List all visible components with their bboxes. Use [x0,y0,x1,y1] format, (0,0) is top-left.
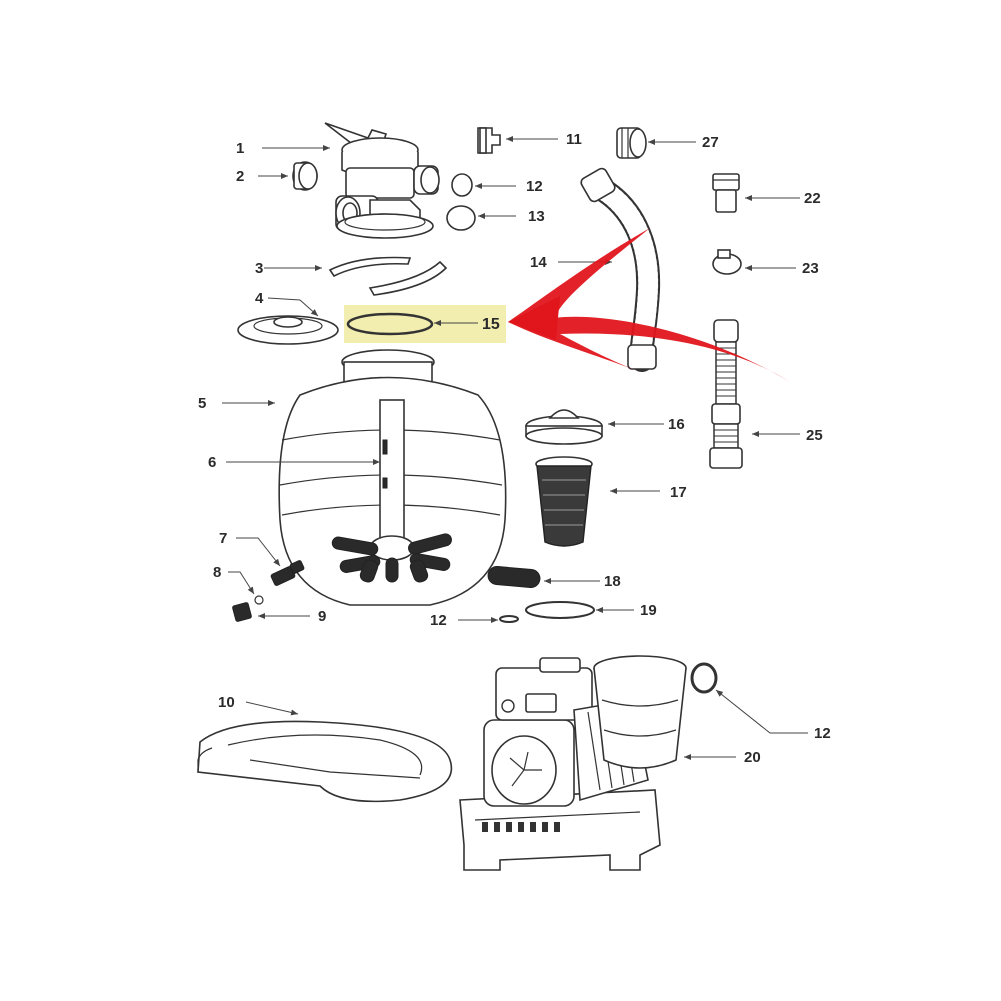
label-12b: 12 [430,612,447,629]
connector-nut-drawing [616,127,647,159]
basket-lid-16-drawing [525,409,603,445]
tank-base-10-drawing [197,720,453,803]
clamp-3-drawing [328,256,448,296]
multiport-valve-drawing [324,122,440,239]
o-ring-15-drawing [346,312,434,336]
label-6: 6 [208,454,216,471]
bolt-drawing [477,127,501,154]
label-11: 11 [566,131,582,148]
label-1: 1 [236,140,244,157]
plug-13-drawing [446,205,476,231]
label-4: 4 [255,290,264,307]
label-7: 7 [219,530,227,547]
hose-14-drawing [580,167,661,372]
hose-25-drawing [709,319,743,469]
adapter-22-drawing [712,173,740,213]
label-18: 18 [604,573,621,590]
label-14: 14 [530,254,547,271]
label-9: 9 [318,608,326,625]
pump-20-drawing [459,655,687,871]
part-labels: 1 2 11 27 12 13 22 3 14 23 4 15 5 16 25 … [198,131,831,766]
o-ring-19-drawing [525,601,595,619]
label-17: 17 [670,484,687,501]
label-20: 20 [744,749,761,766]
label-27: 27 [702,134,719,151]
label-15: 15 [482,316,500,333]
highlight-arrow [508,228,790,382]
label-12c: 12 [814,725,831,742]
o-ring-12a-drawing [451,173,473,197]
label-25: 25 [806,427,823,444]
o-ring-12b-drawing [499,615,519,623]
label-23: 23 [802,260,819,277]
hose-clamp-23-drawing [712,249,742,275]
label-12a: 12 [526,178,543,195]
lateral-18-drawing [487,566,541,588]
label-8: 8 [213,564,221,581]
pressure-gauge-drawing [292,161,318,191]
leader-lines [222,136,808,760]
label-10: 10 [218,694,235,711]
strainer-basket-17-drawing [535,456,593,547]
highlight-box [344,305,506,343]
o-ring-12c-drawing [690,662,718,694]
lateral-assembly-6-drawing [331,399,452,583]
label-2: 2 [236,168,244,185]
label-22: 22 [804,190,821,207]
label-19: 19 [640,602,657,619]
tank-lid-4-drawing [237,315,339,345]
label-13: 13 [528,208,545,225]
label-16: 16 [668,416,685,433]
label-3: 3 [255,260,263,277]
drain-parts-drawing [232,560,305,622]
label-5: 5 [198,395,206,412]
